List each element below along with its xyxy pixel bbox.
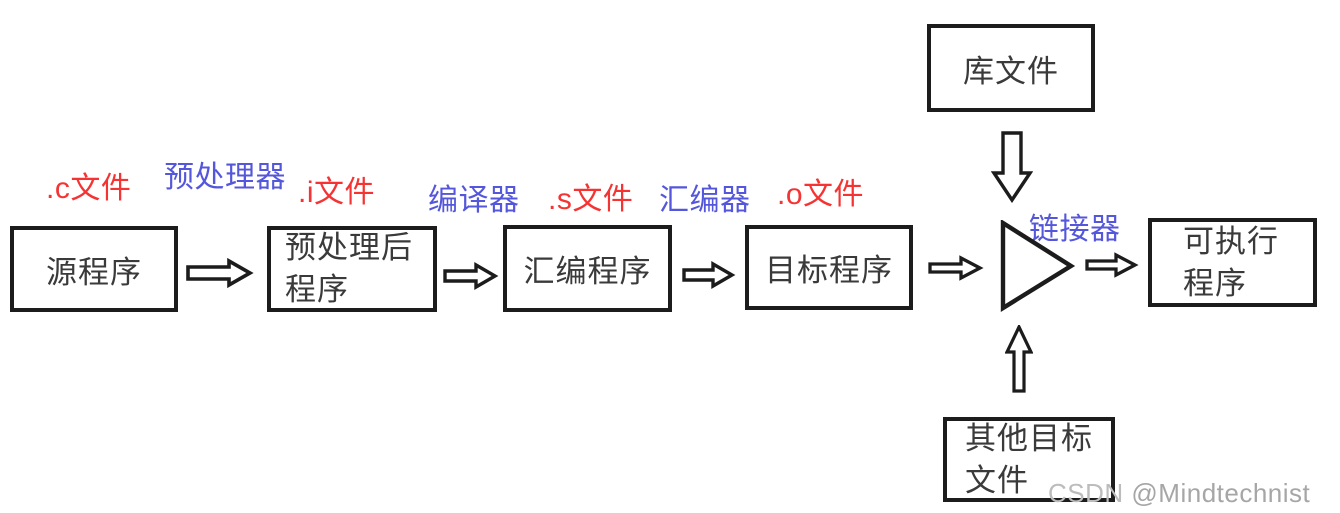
- tool-label-linker: 链接器: [1029, 213, 1121, 246]
- box-preprocessed-program-line2: 程序: [285, 272, 349, 307]
- box-object-program: 目标程序: [745, 225, 913, 310]
- tool-label-compiler: 编译器: [428, 184, 520, 217]
- box-executable-program-line2: 程序: [1183, 265, 1247, 301]
- file-label-o: .o文件: [777, 178, 865, 211]
- arrow-linker-to-executable-icon: [1085, 252, 1139, 278]
- box-assembly-program: 汇编程序: [503, 225, 672, 312]
- tool-label-preprocessor: 预处理器: [164, 161, 286, 194]
- box-source-program: 源程序: [10, 226, 178, 312]
- box-other-object-files: 其他目标 文件: [943, 417, 1115, 502]
- arrow-object-to-linker-icon: [928, 255, 984, 281]
- box-executable-program: 可执行 程序: [1148, 218, 1317, 307]
- arrow-preprocessed-to-assembly-icon: [443, 262, 499, 290]
- watermark-user: @Mindtechnist: [1131, 478, 1311, 508]
- box-executable-program-line1: 可执行: [1183, 223, 1279, 259]
- file-label-i: .i文件: [298, 176, 375, 209]
- watermark-brand: CSDN: [1048, 478, 1124, 508]
- box-object-program-label: 目标程序: [765, 253, 893, 288]
- arrow-source-to-preprocessed-icon: [186, 257, 254, 289]
- box-library-files-label: 库文件: [963, 53, 1059, 89]
- box-assembly-program-label: 汇编程序: [523, 254, 652, 289]
- box-library-files: 库文件: [927, 24, 1095, 112]
- tool-label-assembler: 汇编器: [659, 184, 751, 217]
- arrow-assembly-to-object-icon: [682, 261, 736, 289]
- arrow-library-to-linker-icon: [991, 131, 1033, 203]
- arrow-other-objects-to-linker-icon: [1005, 325, 1033, 393]
- file-label-s: .s文件: [548, 183, 634, 216]
- box-source-program-label: 源程序: [46, 254, 142, 290]
- linker-triangle-icon: [1000, 220, 1076, 312]
- watermark: CSDN @Mindtechnist: [1048, 478, 1310, 509]
- box-preprocessed-program-line1: 预处理后: [285, 230, 413, 265]
- box-preprocessed-program: 预处理后 程序: [267, 226, 437, 312]
- file-label-c: .c文件: [46, 172, 132, 205]
- box-other-object-files-line1: 其他目标: [965, 420, 1093, 456]
- box-other-object-files-line2: 文件: [965, 462, 1029, 498]
